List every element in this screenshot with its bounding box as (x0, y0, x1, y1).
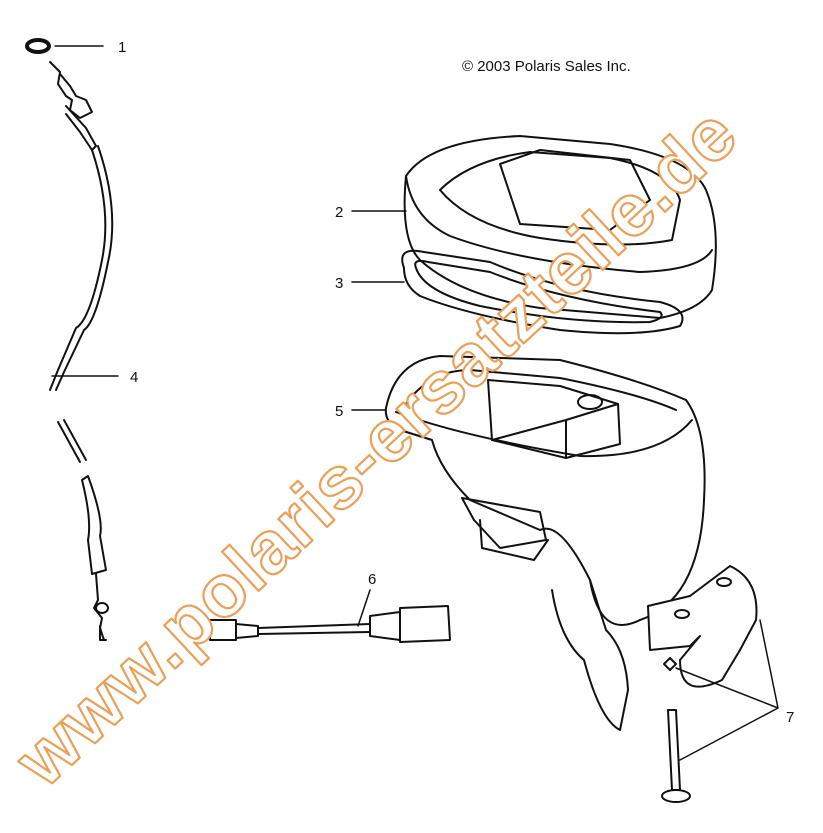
callout-3: 3 (335, 275, 343, 292)
gasket-part (351, 249, 684, 335)
wire-harness-part (209, 589, 451, 643)
callout-1: 1 (118, 39, 126, 56)
throttle-cable-part (49, 61, 119, 641)
copyright-text: © 2003 Polaris Sales Inc. (462, 58, 631, 75)
throttle-housing-part (351, 355, 706, 731)
callout-4: 4 (130, 369, 138, 386)
callout-5: 5 (335, 403, 343, 420)
clamp-part (647, 565, 779, 803)
callout-2: 2 (335, 204, 343, 221)
o-ring-part (25, 38, 104, 54)
callout-7: 7 (786, 709, 794, 726)
callout-6: 6 (368, 571, 376, 588)
